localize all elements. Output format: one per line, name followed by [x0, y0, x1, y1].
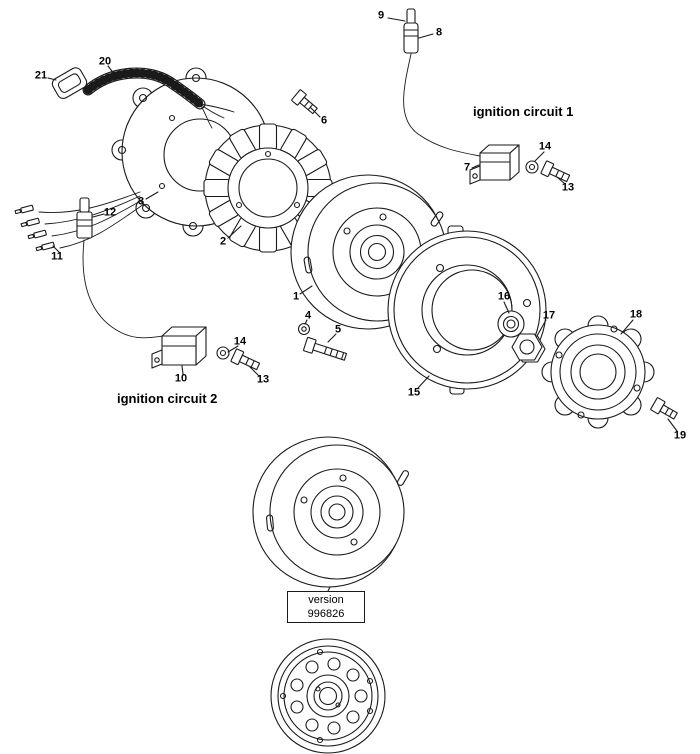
part-number-4: 4: [304, 309, 312, 322]
part-number-21: 21: [34, 69, 48, 82]
part-number-9: 9: [377, 9, 385, 22]
part-number-3: 3: [137, 195, 145, 208]
version-label: version: [308, 594, 344, 606]
hex-nut: [511, 333, 546, 363]
part-number-16: 16: [497, 290, 511, 303]
leader-lines: [47, 17, 678, 432]
part-number-1: 1: [292, 290, 300, 303]
washer-14-upper: [525, 160, 539, 174]
version-number: 996826: [307, 608, 345, 620]
part-number-12: 12: [103, 206, 117, 219]
part-number-13-lower: 13: [256, 373, 270, 386]
ignition-circuit-1-label: ignition circuit 1: [473, 104, 574, 119]
bolt-5: [303, 336, 348, 361]
washer-4: [297, 322, 311, 336]
part-number-17: 17: [542, 309, 556, 322]
starter-clutch-ring: [541, 315, 655, 429]
version-box: version 996826: [287, 591, 365, 623]
part-number-2: 2: [219, 235, 227, 248]
part-number-10: 10: [174, 372, 188, 385]
bolt-19: [650, 397, 678, 420]
flywheel-version: [252, 436, 410, 592]
pickup-coil-1: [469, 144, 520, 185]
ring-gear: [270, 638, 386, 754]
part-number-18: 18: [629, 308, 643, 321]
wiring-harness: [82, 67, 235, 129]
ignition-circuit-2-label: ignition circuit 2: [117, 391, 218, 406]
part-number-8: 8: [435, 26, 443, 39]
cover-ring: [387, 225, 547, 395]
pickup-coil-2: [151, 326, 207, 369]
part-number-6: 6: [320, 114, 328, 127]
bolt-13-upper: [540, 160, 571, 183]
bearing-spacer: [497, 310, 525, 338]
pickup-connector-2: [76, 197, 164, 339]
part-number-7: 7: [463, 161, 471, 174]
part-number-14-lower: 14: [233, 335, 247, 348]
part-number-5: 5: [334, 323, 342, 336]
part-number-11: 11: [51, 250, 63, 263]
part-number-20: 20: [98, 55, 112, 68]
part-number-13-upper: 13: [561, 181, 575, 194]
part-number-14-upper: 14: [538, 140, 552, 153]
spark-plug-cap: [403, 8, 481, 157]
washer-14-lower: [216, 346, 230, 360]
bolt-13-lower: [230, 348, 261, 371]
part-number-15: 15: [407, 386, 421, 399]
part-number-19: 19: [673, 429, 687, 442]
bullet-terminals: [14, 204, 55, 252]
harness-connector: [51, 67, 88, 100]
